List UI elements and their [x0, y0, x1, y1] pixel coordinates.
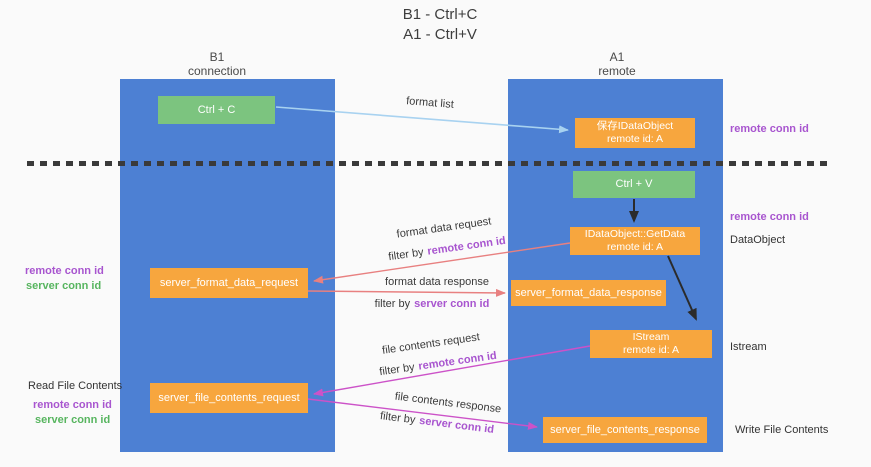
edge-label-format-list: format list	[405, 95, 455, 111]
node-save-idataobject: 保存IDataObject remote id: A	[575, 118, 695, 148]
annotation-dataobject: DataObject	[730, 234, 786, 246]
annotation-server-conn-id-left-2: server conn id	[35, 414, 111, 426]
node-istream-title: IStream	[632, 331, 670, 343]
diagram-title: B1 - Ctrl+C A1 - Ctrl+V	[330, 5, 550, 45]
edge-label-format-data-response: format data response	[385, 276, 489, 288]
node-server-file-contents-response: server_file_contents_response	[543, 417, 707, 443]
lane-a1-role: remote	[598, 64, 636, 78]
node-idataobject-getdata: IDataObject::GetData remote id: A	[570, 227, 700, 255]
annotation-server-conn-id-left-1: server conn id	[26, 280, 102, 292]
node-ctrl-v: Ctrl + V	[573, 171, 695, 198]
annotation-remote-conn-id-left-2: remote conn id	[33, 399, 112, 411]
title-line-a1: A1 - Ctrl+V	[403, 26, 477, 43]
remote-conn-id-text: remote conn id	[426, 234, 507, 258]
arrow-format-data-response	[307, 288, 506, 297]
lane-a1-name: A1	[609, 50, 625, 64]
node-istream: IStream remote id: A	[590, 330, 712, 358]
annotation-istream: Istream	[730, 341, 767, 353]
node-server-format-data-request: server_format_data_request	[150, 268, 308, 298]
node-getdata-remote-id: remote id: A	[606, 241, 664, 253]
node-save-idataobject-remote-id: remote id: A	[606, 133, 664, 145]
node-ctrl-c-label: Ctrl + C	[197, 103, 236, 116]
node-server-format-data-response: server_format_data_response	[511, 280, 666, 306]
machine-boundary-dashed-line	[27, 161, 833, 166]
node-ctrl-v-label: Ctrl + V	[615, 178, 653, 190]
annotation-remote-conn-id-right: remote conn id	[730, 211, 809, 223]
node-getdata-title: IDataObject::GetData	[584, 228, 686, 240]
node-server-file-contents-request: server_file_contents_request	[150, 383, 308, 413]
node-server-format-data-request-label: server_format_data_request	[159, 276, 299, 289]
server-conn-id-text: server conn id	[414, 298, 490, 310]
node-server-format-data-response-label: server_format_data_response	[515, 286, 662, 299]
lane-header-b1-connection: B1 connection	[147, 50, 287, 78]
lane-b1-role: connection	[187, 64, 247, 78]
lane-b1-name: B1	[209, 50, 225, 64]
annotation-write-file-contents: Write File Contents	[735, 424, 829, 436]
node-ctrl-c: Ctrl + C	[158, 96, 275, 124]
lane-header-a1-remote: A1 remote	[547, 50, 687, 78]
node-istream-remote-id: remote id: A	[622, 344, 680, 356]
node-save-idataobject-title: 保存IDataObject	[596, 120, 674, 132]
node-server-file-contents-request-label: server_file_contents_request	[158, 391, 300, 404]
node-server-file-contents-response-label: server_file_contents_response	[550, 423, 700, 436]
title-line-b1: B1 - Ctrl+C	[402, 6, 478, 23]
annotation-read-file-contents: Read File Contents	[28, 380, 123, 392]
annotation-remote-conn-id-top-right: remote conn id	[730, 123, 809, 135]
annotation-remote-conn-id-left-1: remote conn id	[25, 265, 104, 277]
